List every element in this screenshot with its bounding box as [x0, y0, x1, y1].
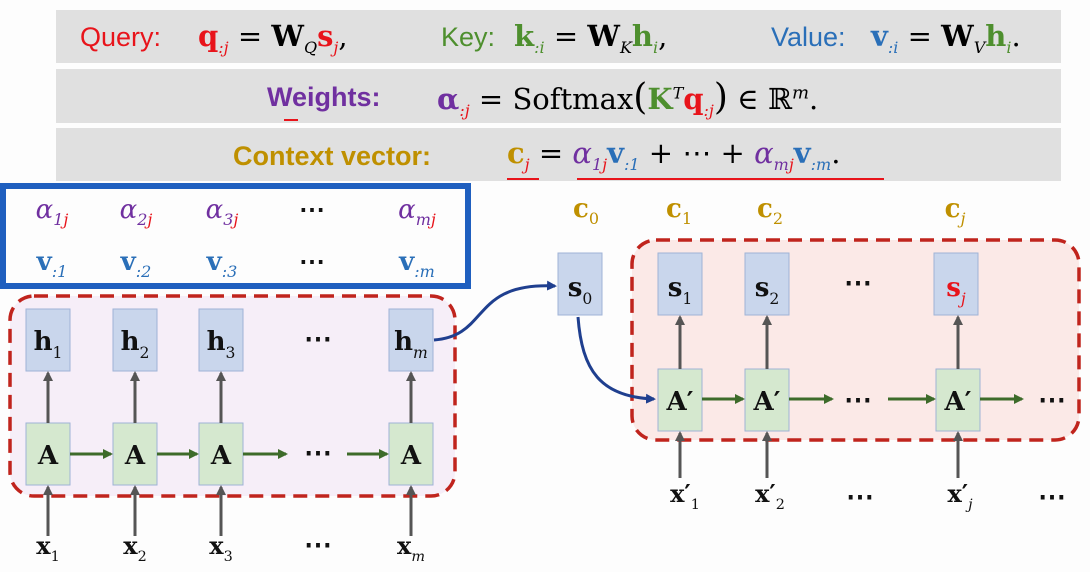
context-label-3: cj	[945, 194, 966, 228]
encoder-input-2: x2	[123, 531, 146, 565]
decoder-state-label-4: sj	[946, 273, 966, 308]
encoder-cell-label-5: A	[400, 441, 422, 471]
real-set: ℝ	[767, 82, 792, 116]
equals-sign: =	[907, 19, 932, 53]
decoder-state-node-4	[933, 252, 979, 316]
hidden-state-label-2: h2	[121, 327, 150, 362]
hidden-state-node-3	[198, 308, 244, 372]
encoder-cell-label-3: A	[210, 441, 232, 471]
alpha-weight-1: α1j	[36, 195, 69, 229]
cell-ellipsis: ⋯	[304, 436, 332, 469]
decoder-state-label-2: s2	[755, 273, 780, 308]
query-label: Query:	[80, 22, 162, 52]
query-key-value-band	[56, 10, 1061, 63]
weights-band	[56, 69, 1061, 123]
value-vector-2: v:2	[120, 247, 152, 281]
decoder-state-label-0: s0	[568, 273, 593, 308]
value-label: Value:	[771, 22, 846, 52]
weights-underline	[284, 119, 298, 121]
equals-sign: =	[538, 136, 564, 170]
value-vector-1: v:1	[36, 247, 68, 281]
context-label-0: c0	[573, 194, 599, 228]
decoder-state-ellipsis: ⋯	[844, 266, 872, 299]
key-label: Key:	[441, 22, 496, 52]
encoder-input-5: xm	[397, 531, 425, 565]
dim-m: m	[791, 82, 810, 104]
context-formula: cj = α1jv:1 + ⋯ + αmjv:m.	[507, 136, 841, 174]
decoder-cell-1	[657, 368, 703, 432]
decoder-state-node-2	[744, 252, 790, 316]
softmax-text: Softmax	[512, 82, 634, 116]
hidden-state-node-2	[112, 308, 158, 372]
encoder-input-3: x3	[209, 531, 232, 565]
encoder-cell-3	[198, 422, 244, 486]
s0-to-decoder-arrow	[576, 316, 656, 404]
context-vector-label: Context vector:	[233, 141, 432, 171]
decoder-state-node-0	[557, 252, 603, 316]
input-ellipsis: ⋯	[304, 528, 332, 561]
decoder-input-4: x′j	[947, 479, 973, 513]
equals-sign: =	[553, 19, 579, 53]
context-underline-left	[507, 178, 539, 180]
plus-dots: + ⋯ +	[648, 136, 745, 170]
alpha-ellipsis: ⋯	[299, 195, 325, 225]
value-ellipsis: ⋯	[299, 247, 325, 277]
decoder-input-1: x′1	[670, 479, 700, 513]
alpha-value-box	[0, 183, 471, 289]
value-formula: v:i = WVhi.	[871, 19, 1021, 57]
decoder-input-2: x′2	[755, 479, 785, 513]
alpha-weight-3: α3j	[206, 195, 239, 229]
encoder-cell-label-1: A	[37, 441, 59, 471]
encoder-input-1: x1	[36, 531, 59, 565]
context-label-1: c1	[666, 194, 692, 228]
decoder-state-node-1	[657, 252, 703, 316]
context-label-2: c2	[757, 194, 783, 228]
decoder-state-label-1: s1	[668, 273, 693, 308]
decoder-cell-label-1: A′	[665, 387, 693, 417]
query-formula: q:j = WQsj,	[198, 19, 348, 57]
key-formula: k:i = WKhi,	[514, 19, 668, 57]
alpha-weight-5: αmj	[398, 195, 436, 229]
alpha-weight-2: α2j	[120, 195, 153, 229]
decoder-trailing-ellipsis: ⋯	[1038, 383, 1066, 416]
encoder-cell-label-2: A	[124, 441, 146, 471]
decoder-cell-label-2: A′	[752, 387, 780, 417]
hidden-ellipsis: ⋯	[304, 322, 332, 355]
equals-sign: =	[478, 82, 504, 116]
equals-sign: =	[237, 19, 263, 53]
hidden-state-node-5	[388, 308, 434, 372]
weights-formula: α:j = Softmax(KTq:j) ∈ ℝm.	[437, 77, 819, 120]
decoder-cell-ellipsis: ⋯	[844, 383, 872, 416]
context-vector-band	[56, 128, 1061, 181]
value-vector-5: v:m	[398, 247, 435, 281]
hidden-state-label-5: hm	[394, 327, 428, 362]
element-of-sign: ∈	[737, 82, 759, 116]
hidden-state-label-3: h3	[207, 327, 236, 362]
context-underline-right	[577, 178, 884, 180]
hidden-state-label-1: h1	[34, 327, 63, 362]
hm-to-s0-arrow	[433, 280, 557, 342]
value-vector-3: v:3	[206, 247, 238, 281]
decoder-input-ellipsis: ⋯	[846, 480, 874, 513]
decoder-input-ellipsis: ⋯	[1038, 480, 1066, 513]
decoder-cell-label-3: A′	[943, 387, 971, 417]
weights-label: Weights:	[267, 82, 381, 112]
